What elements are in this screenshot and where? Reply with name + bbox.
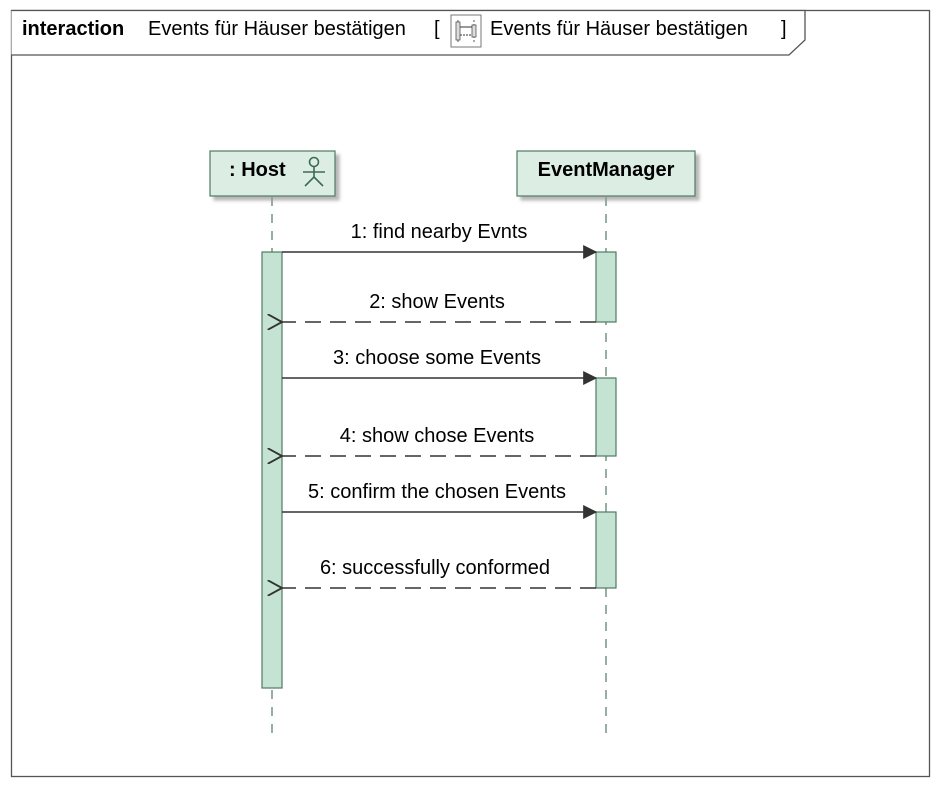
host-activation-bar[interactable] (261, 251, 283, 689)
sequence-diagram-icon (450, 14, 482, 48)
frame-bracket-close: ] (781, 18, 787, 40)
message-4-label: 4: show chose Events (340, 425, 535, 447)
message-1[interactable]: 1: find nearby Evnts (282, 221, 598, 259)
frame-bracket-open: [ (434, 18, 440, 40)
message-6-label: 6: successfully conformed (320, 557, 550, 579)
frame-keyword: interaction (22, 18, 124, 40)
lifeline-host[interactable]: : Host (209, 150, 336, 740)
message-2[interactable]: 2: show Events (282, 291, 596, 322)
lifeline-eventmanager[interactable]: EventManager (516, 150, 696, 740)
message-3[interactable]: 3: choose some Events (282, 347, 598, 385)
frame-name: Events für Häuser bestätigen (148, 18, 406, 40)
actor-icon (303, 156, 325, 187)
message-4[interactable]: 4: show chose Events (282, 425, 596, 456)
message-1-label: 1: find nearby Evnts (351, 221, 528, 243)
message-5[interactable]: 5: confirm the chosen Events (282, 481, 598, 519)
interaction-frame (10, 9, 931, 778)
host-label: : Host (229, 159, 286, 181)
frame-header-tab (11, 9, 806, 56)
eventmanager-activation-bar-3[interactable] (595, 511, 617, 589)
eventmanager-label: EventManager (538, 159, 675, 181)
eventmanager-activation-bar-1[interactable] (595, 251, 617, 323)
frame-reference: Events für Häuser bestätigen (490, 18, 748, 40)
message-6[interactable]: 6: successfully conformed (282, 557, 596, 588)
message-2-label: 2: show Events (369, 291, 505, 313)
message-5-label: 5: confirm the chosen Events (308, 481, 566, 503)
message-3-label: 3: choose some Events (333, 347, 541, 369)
eventmanager-head-box[interactable] (516, 150, 696, 197)
eventmanager-activation-bar-2[interactable] (595, 377, 617, 457)
